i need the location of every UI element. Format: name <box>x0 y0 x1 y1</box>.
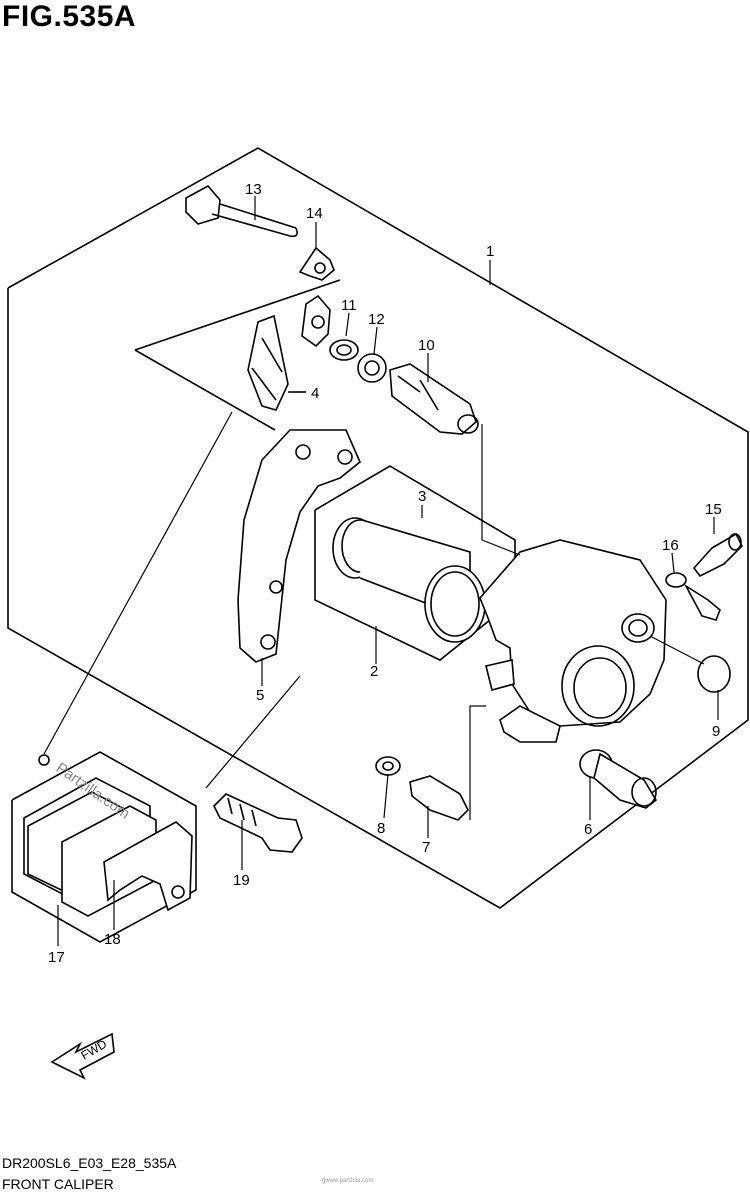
pad-group-outline <box>11 751 197 943</box>
caliper-body <box>479 539 667 743</box>
footer-fine-print: ·gwww.partzilla.com· <box>320 1178 376 1184</box>
callout-10: 10 <box>418 337 435 354</box>
callout-4: 4 <box>311 385 319 402</box>
lock-washer-14 <box>298 246 335 348</box>
callout-15: 15 <box>705 501 722 518</box>
reference-marker <box>38 754 50 766</box>
cap-9 <box>697 655 731 693</box>
subgroup-outline-lower <box>134 349 276 431</box>
washer-8 <box>375 756 401 776</box>
callout-8: 8 <box>377 820 385 837</box>
bleeder-screw-15 <box>692 532 743 578</box>
callout-numbers: 1 2 3 4 5 6 7 8 9 10 11 12 13 14 15 16 1… <box>48 181 722 966</box>
figure-title: FIG.535A <box>2 0 137 33</box>
slide-pin-10 <box>389 363 479 435</box>
callout-3: 3 <box>418 488 426 505</box>
caliper-bracket-5 <box>237 429 361 663</box>
callout-13: 13 <box>245 181 262 198</box>
callout-5: 5 <box>256 687 264 704</box>
boot-12 <box>357 353 387 383</box>
callout-1: 1 <box>486 243 494 260</box>
leader-lines <box>43 196 719 946</box>
piston-2 <box>332 517 486 643</box>
callout-9: 9 <box>712 723 720 740</box>
callout-16: 16 <box>662 537 679 554</box>
bleeder-cap-16 <box>665 572 721 621</box>
callout-19: 19 <box>233 872 250 889</box>
callout-6: 6 <box>584 821 592 838</box>
banjo-bolt-7 <box>409 775 469 821</box>
subgroup-outline-upper <box>134 279 341 351</box>
model-code: DR200SL6_E03_E28_535A <box>2 1155 177 1171</box>
assembly-outline <box>7 147 749 909</box>
callout-7: 7 <box>422 839 430 856</box>
callout-2: 2 <box>370 663 378 680</box>
callout-14: 14 <box>306 205 323 222</box>
callout-12: 12 <box>368 311 385 328</box>
diagram-caption: FRONT CALIPER <box>2 1176 114 1192</box>
callout-11: 11 <box>341 297 357 314</box>
bolt-13 <box>185 184 298 238</box>
pad-spring-4 <box>247 314 306 411</box>
boot-11 <box>329 339 359 361</box>
callout-17: 17 <box>48 949 65 966</box>
fwd-arrow: FWD <box>50 1032 115 1080</box>
callout-18: 18 <box>104 931 121 948</box>
mounting-bolt-19 <box>213 793 303 853</box>
slide-bolt-6 <box>579 749 658 809</box>
